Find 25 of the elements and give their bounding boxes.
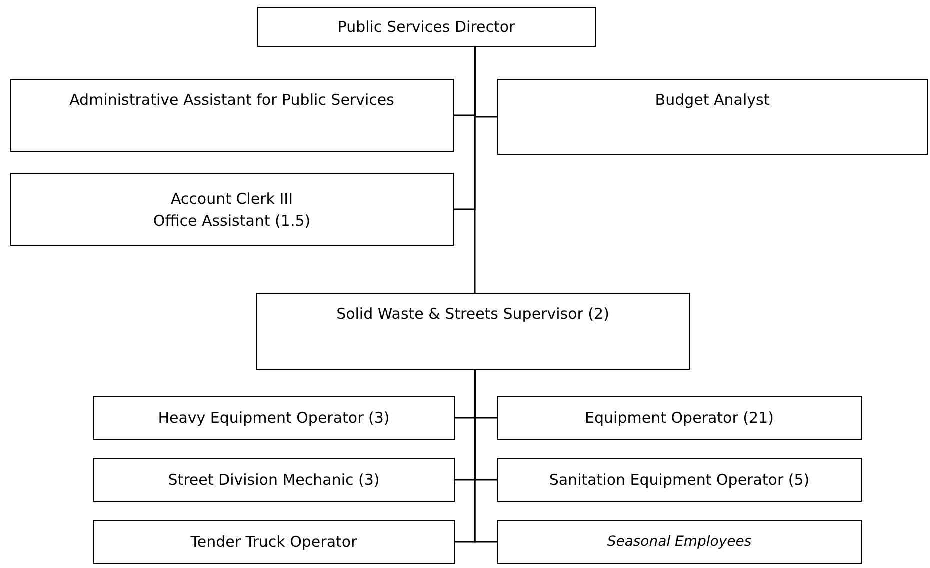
position-title: Office Assistant (1.5) <box>153 210 311 232</box>
position-title: Equipment Operator (21) <box>585 408 774 429</box>
position-title: Seasonal Employees <box>607 533 752 552</box>
position-box <box>497 396 862 440</box>
position-title: Solid Waste & Streets Supervisor (2) <box>336 304 610 325</box>
position-title: Tender Truck Operator <box>190 532 358 553</box>
position-box <box>497 520 862 564</box>
position-title: Administrative Assistant for Public Services <box>70 90 394 111</box>
position-box <box>93 458 455 502</box>
position-box <box>10 79 454 152</box>
position-box <box>256 293 690 370</box>
position-box <box>93 520 455 564</box>
position-title: Heavy Equipment Operator (3) <box>158 408 390 429</box>
position-box <box>93 396 455 440</box>
position-title: Budget Analyst <box>655 90 770 111</box>
connector-line <box>474 370 497 543</box>
position-title: Street Division Mechanic (3) <box>168 470 380 491</box>
position-box <box>10 173 454 246</box>
position-title: Public Services Director <box>338 17 516 38</box>
position-box <box>497 79 928 155</box>
position-box <box>497 458 862 502</box>
position-title: Sanitation Equipment Operator (5) <box>549 470 810 491</box>
position-title: Account Clerk III <box>170 188 294 210</box>
connector-line <box>474 47 476 293</box>
position-box <box>257 7 596 47</box>
